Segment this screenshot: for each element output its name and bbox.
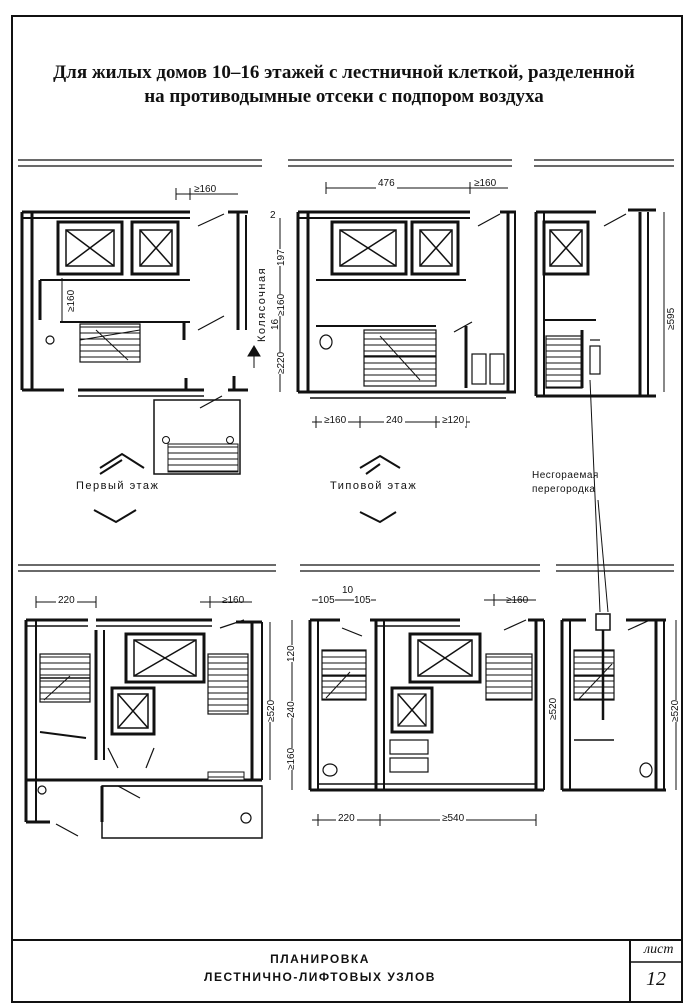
dim-label: 105 [318, 595, 335, 606]
dim-label: 2 [270, 210, 276, 221]
dim-label: 197 [276, 249, 287, 266]
label-typical-floor: Типовой этаж [330, 480, 418, 492]
dim-label: ≥120 [440, 415, 467, 426]
dim-label: ≥160 [506, 595, 529, 606]
stamp-line1: ПЛАНИРОВКА [270, 952, 370, 966]
dim-label: ≥520 [670, 699, 681, 722]
dim-label: 10 [342, 585, 354, 596]
dim-label: ≥220 [276, 351, 287, 374]
plan-first-floor [20, 188, 261, 475]
plan-bottom-middle [291, 594, 545, 826]
section-lines [18, 159, 674, 572]
dim-label: ≥540 [440, 813, 467, 824]
sheet-label: лист [644, 942, 674, 957]
sheet-title-line1: Для жилых домов 10–16 этажей с лестнично… [53, 62, 635, 83]
dim-label: 220 [336, 813, 357, 824]
plan-top-right [534, 208, 665, 398]
dim-label: 105 [354, 595, 371, 606]
section-chevrons [93, 452, 401, 524]
sheet-frame [11, 15, 683, 1003]
plan-typical-floor [279, 182, 516, 428]
plan-bottom-right [560, 613, 677, 792]
label-wheelchair: Колясочная [256, 266, 268, 342]
dim-label: ≥160 [222, 595, 245, 606]
dim-label: 240 [286, 701, 297, 718]
fire-wall-leader [589, 379, 601, 613]
dim-label: ≥520 [266, 699, 277, 722]
stamp-line2: ЛЕСТНИЧНО-ЛИФТОВЫХ УЗЛОВ [204, 970, 436, 984]
dim-label: ≥160 [286, 747, 297, 770]
dim-label: ≥595 [666, 307, 677, 330]
dim-label: 220 [56, 595, 77, 606]
dim-label: 120 [286, 645, 297, 662]
dim-label: 16 [270, 318, 281, 330]
label-fire-wall-1: Несгораемая [532, 470, 599, 481]
dim-label: ≥160 [276, 293, 287, 316]
dim-label: ≥160 [322, 415, 349, 426]
dim-label: ≥160 [66, 289, 77, 312]
plan-bottom-left [24, 596, 271, 839]
label-fire-wall-2: перегородка [532, 484, 596, 495]
label-first-floor: Первый этаж [76, 480, 160, 492]
dim-label: ≥520 [548, 697, 559, 720]
sheet-number: 12 [646, 968, 666, 990]
dim-label: 240 [384, 415, 405, 426]
dim-label: ≥160 [474, 178, 497, 189]
dim-label: 476 [376, 178, 397, 189]
dim-label: ≥160 [194, 184, 217, 195]
sheet-title-line2: на противодымные отсеки с подпором возду… [144, 86, 544, 107]
